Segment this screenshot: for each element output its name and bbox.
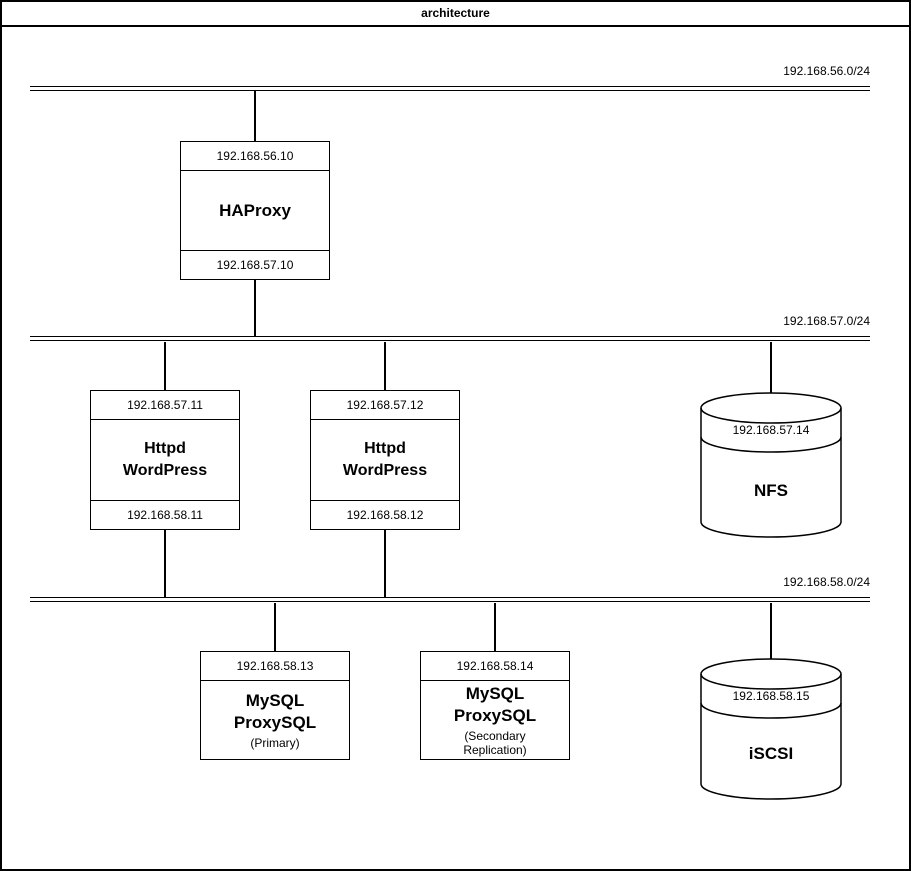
edge-net58-mysql-primary [274, 603, 276, 651]
wordpress1-name-line2: WordPress [122, 462, 208, 479]
iscsi-ip: 192.168.58.15 [732, 689, 810, 703]
network-label-58: 192.168.58.0/24 [783, 575, 870, 589]
edge-net57-nfs [770, 342, 772, 393]
wordpress1-bottom-ip: 192.168.58.11 [91, 500, 239, 529]
edge-haproxy-net57 [254, 280, 256, 336]
wordpress2-name-line2: WordPress [342, 462, 428, 479]
wordpress2-bottom-ip: 192.168.58.12 [311, 500, 459, 529]
edge-wordpress2-net58 [384, 530, 386, 597]
edge-net58-iscsi [770, 603, 772, 659]
node-wordpress2[interactable]: 192.168.57.12 Httpd WordPress 192.168.58… [310, 390, 460, 530]
edge-net57-wordpress1 [164, 342, 166, 390]
edge-net56-haproxy [254, 91, 256, 141]
mysql-primary-name-line1: MySQL [245, 691, 305, 710]
wordpress1-name-line1: Httpd [144, 440, 186, 457]
mysql-primary-name-line2: ProxySQL [233, 713, 317, 732]
network-label-56: 192.168.56.0/24 [783, 64, 870, 78]
diagram-title: architecture [421, 5, 490, 20]
mysql-secondary-top-ip: 192.168.58.14 [421, 652, 569, 681]
node-nfs[interactable]: 192.168.57.14 NFS [700, 392, 842, 538]
nfs-ip: 192.168.57.14 [732, 423, 810, 437]
node-mysql-secondary[interactable]: 192.168.58.14 MySQL ProxySQL (Secondary … [420, 651, 570, 760]
nfs-name: NFS [754, 481, 788, 500]
haproxy-name: HAProxy [219, 200, 291, 220]
cylinder-shape-iscsi [700, 658, 842, 800]
mysql-primary-role: (Primary) [250, 736, 300, 750]
mysql-secondary-role: (Secondary Replication) [463, 729, 527, 757]
mysql-primary-top-ip: 192.168.58.13 [201, 652, 349, 681]
node-mysql-primary[interactable]: 192.168.58.13 MySQL ProxySQL (Primary) [200, 651, 350, 760]
node-haproxy[interactable]: 192.168.56.10 HAProxy 192.168.57.10 [180, 141, 330, 280]
node-wordpress1[interactable]: 192.168.57.11 Httpd WordPress 192.168.58… [90, 390, 240, 530]
network-label-57: 192.168.57.0/24 [783, 314, 870, 328]
network-bus-58[interactable] [30, 597, 870, 602]
wordpress1-top-ip: 192.168.57.11 [91, 391, 239, 420]
wordpress2-top-ip: 192.168.57.12 [311, 391, 459, 420]
edge-net57-wordpress2 [384, 342, 386, 390]
edge-wordpress1-net58 [164, 530, 166, 597]
network-bus-57[interactable] [30, 336, 870, 341]
haproxy-top-ip: 192.168.56.10 [181, 142, 329, 171]
iscsi-name: iSCSI [748, 744, 794, 763]
cylinder-shape-nfs [700, 392, 842, 538]
haproxy-bottom-ip: 192.168.57.10 [181, 250, 329, 279]
mysql-secondary-name-line1: MySQL [465, 684, 525, 703]
wordpress2-name-line1: Httpd [364, 440, 406, 457]
edge-net58-mysql-secondary [494, 603, 496, 651]
network-bus-56[interactable] [30, 86, 870, 91]
mysql-secondary-name-line2: ProxySQL [453, 706, 537, 725]
node-iscsi[interactable]: 192.168.58.15 iSCSI [700, 658, 842, 800]
title-bar: architecture [0, 0, 911, 27]
